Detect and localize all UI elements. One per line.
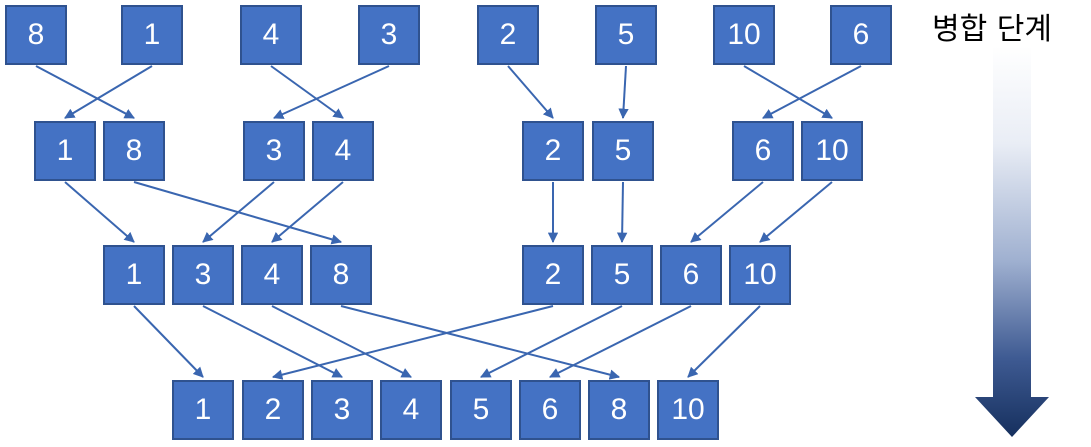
value-box-label: 5 xyxy=(472,393,490,426)
value-box: 6 xyxy=(830,5,892,65)
value-box: 3 xyxy=(172,245,234,305)
value-box: 1 xyxy=(103,245,165,305)
value-box: 1 xyxy=(34,121,96,181)
value-box: 1 xyxy=(172,380,234,440)
value-box-label: 1 xyxy=(143,18,161,51)
value-box-label: 6 xyxy=(541,393,559,426)
merge-edge xyxy=(762,65,862,119)
value-box: 5 xyxy=(595,5,657,65)
value-box-label: 10 xyxy=(671,393,705,426)
merge-edge xyxy=(340,305,621,380)
merge-edge xyxy=(133,181,342,245)
merge-edge xyxy=(743,65,833,119)
value-box-label: 8 xyxy=(125,134,143,167)
merge-direction-arrow xyxy=(975,46,1049,437)
merge-edge xyxy=(549,305,692,378)
value-box: 5 xyxy=(591,245,653,305)
merge-edge xyxy=(35,65,135,119)
merge-edge xyxy=(270,65,344,119)
merge-edge xyxy=(480,305,623,378)
merge-direction-arrow-shape xyxy=(975,46,1049,437)
value-box-label: 3 xyxy=(333,393,351,426)
value-box-label: 1 xyxy=(125,258,143,291)
value-box: 2 xyxy=(477,5,539,65)
merge-edge xyxy=(507,65,554,119)
value-box-label: 10 xyxy=(815,134,849,167)
edges xyxy=(35,65,862,380)
merge-edge xyxy=(271,181,344,243)
value-box-label: 5 xyxy=(613,258,631,291)
value-box-label: 10 xyxy=(727,18,761,51)
value-box: 3 xyxy=(358,5,420,65)
value-box: 10 xyxy=(713,5,775,65)
value-box: 4 xyxy=(241,245,303,305)
value-box: 4 xyxy=(240,5,302,65)
value-box: 2 xyxy=(522,121,584,181)
merge-edge xyxy=(687,305,761,378)
merge-edge xyxy=(618,65,629,120)
value-box: 3 xyxy=(243,121,305,181)
value-box-label: 8 xyxy=(332,258,350,291)
merge-edge xyxy=(273,65,390,119)
value-box: 10 xyxy=(729,245,791,305)
value-box: 8 xyxy=(588,380,650,440)
merge-edge xyxy=(202,305,343,378)
value-box-label: 1 xyxy=(56,134,74,167)
value-box-label: 8 xyxy=(610,393,628,426)
value-box-label: 6 xyxy=(754,134,772,167)
value-box-label: 2 xyxy=(544,134,562,167)
value-box: 5 xyxy=(450,380,512,440)
merge-edge xyxy=(133,305,204,378)
value-box-label: 6 xyxy=(852,18,870,51)
value-box: 3 xyxy=(311,380,373,440)
value-box: 2 xyxy=(522,245,584,305)
value-box: 8 xyxy=(310,245,372,305)
value-box-label: 2 xyxy=(264,393,282,426)
value-box: 6 xyxy=(660,245,722,305)
value-box-label: 5 xyxy=(614,134,632,167)
merge-edge xyxy=(271,305,554,380)
value-box: 1 xyxy=(121,5,183,65)
value-box: 4 xyxy=(380,380,442,440)
value-box: 4 xyxy=(312,121,374,181)
merge-edge xyxy=(616,181,628,244)
value-box-label: 3 xyxy=(194,258,212,291)
value-box-label: 1 xyxy=(194,393,212,426)
value-box-label: 3 xyxy=(265,134,283,167)
value-box: 8 xyxy=(5,5,67,65)
merge-edge xyxy=(759,181,833,243)
value-box-label: 4 xyxy=(263,258,281,291)
value-box: 2 xyxy=(242,380,304,440)
merge-edge xyxy=(271,305,412,378)
merge-edge xyxy=(64,181,135,243)
value-box-label: 4 xyxy=(262,18,280,51)
value-box: 10 xyxy=(801,121,863,181)
merge-edge xyxy=(64,65,153,119)
value-box-label: 4 xyxy=(402,393,420,426)
value-box: 10 xyxy=(657,380,719,440)
merge-phase-label: 병합 단계 xyxy=(932,12,1052,47)
value-box: 6 xyxy=(732,121,794,181)
value-box-label: 6 xyxy=(682,258,700,291)
value-box: 5 xyxy=(592,121,654,181)
merge-edge xyxy=(202,181,275,243)
value-box-label: 2 xyxy=(544,258,562,291)
value-box: 6 xyxy=(519,380,581,440)
value-box-label: 3 xyxy=(380,18,398,51)
value-box-label: 5 xyxy=(617,18,635,51)
merge-edge xyxy=(690,181,764,243)
value-box-label: 8 xyxy=(27,18,45,51)
value-box: 8 xyxy=(103,121,165,181)
value-box-label: 2 xyxy=(499,18,517,51)
value-box-label: 10 xyxy=(743,258,777,291)
value-box-label: 4 xyxy=(334,134,352,167)
